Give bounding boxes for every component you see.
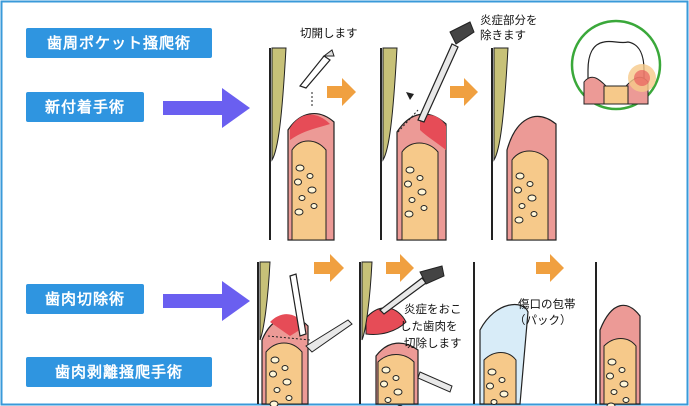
big-arrow-top bbox=[163, 88, 250, 128]
bottom-panel-1 bbox=[257, 261, 311, 406]
note-dressing-2: （パック） bbox=[514, 313, 572, 327]
top-panel-3 bbox=[491, 47, 557, 241]
note-excise-1: 炎症をおこ bbox=[404, 302, 462, 316]
label-gingivectomy: 歯肉切除術 bbox=[26, 284, 144, 314]
bottom-panel-3 bbox=[473, 262, 529, 406]
bottom-panel-4 bbox=[595, 262, 641, 406]
curette-icon bbox=[379, 265, 453, 393]
step-arrow-2 bbox=[450, 78, 478, 106]
inset-tooth-diagram bbox=[570, 19, 662, 111]
top-panel-1 bbox=[269, 47, 335, 241]
bottom-panel-2 bbox=[359, 261, 419, 406]
note-remove-inflamed-2: 除きます bbox=[480, 28, 526, 42]
note-excise-2: した歯肉を bbox=[400, 319, 458, 333]
note-excise-3: 切除します bbox=[404, 336, 462, 350]
big-arrow-bottom bbox=[163, 281, 250, 321]
note-incise: 切開します bbox=[300, 26, 358, 40]
curette-icon bbox=[417, 21, 475, 123]
label-new-attachment: 新付着手術 bbox=[26, 92, 144, 122]
step-arrow-1 bbox=[327, 78, 356, 106]
top-panel-2 bbox=[380, 47, 447, 241]
label-flap-surgery: 歯肉剥離掻爬手術 bbox=[26, 357, 212, 387]
note-dressing-1: 傷口の包帯 bbox=[518, 297, 576, 311]
scalpel-icon bbox=[289, 273, 353, 353]
step-arrow-3 bbox=[314, 254, 344, 282]
label-pocket-curettage: 歯周ポケット掻爬術 bbox=[26, 28, 212, 58]
scalpel-icon bbox=[298, 49, 335, 106]
note-remove-inflamed-1: 炎症部分を bbox=[480, 13, 538, 27]
step-arrow-4 bbox=[386, 254, 414, 282]
step-arrow-5 bbox=[536, 254, 564, 282]
